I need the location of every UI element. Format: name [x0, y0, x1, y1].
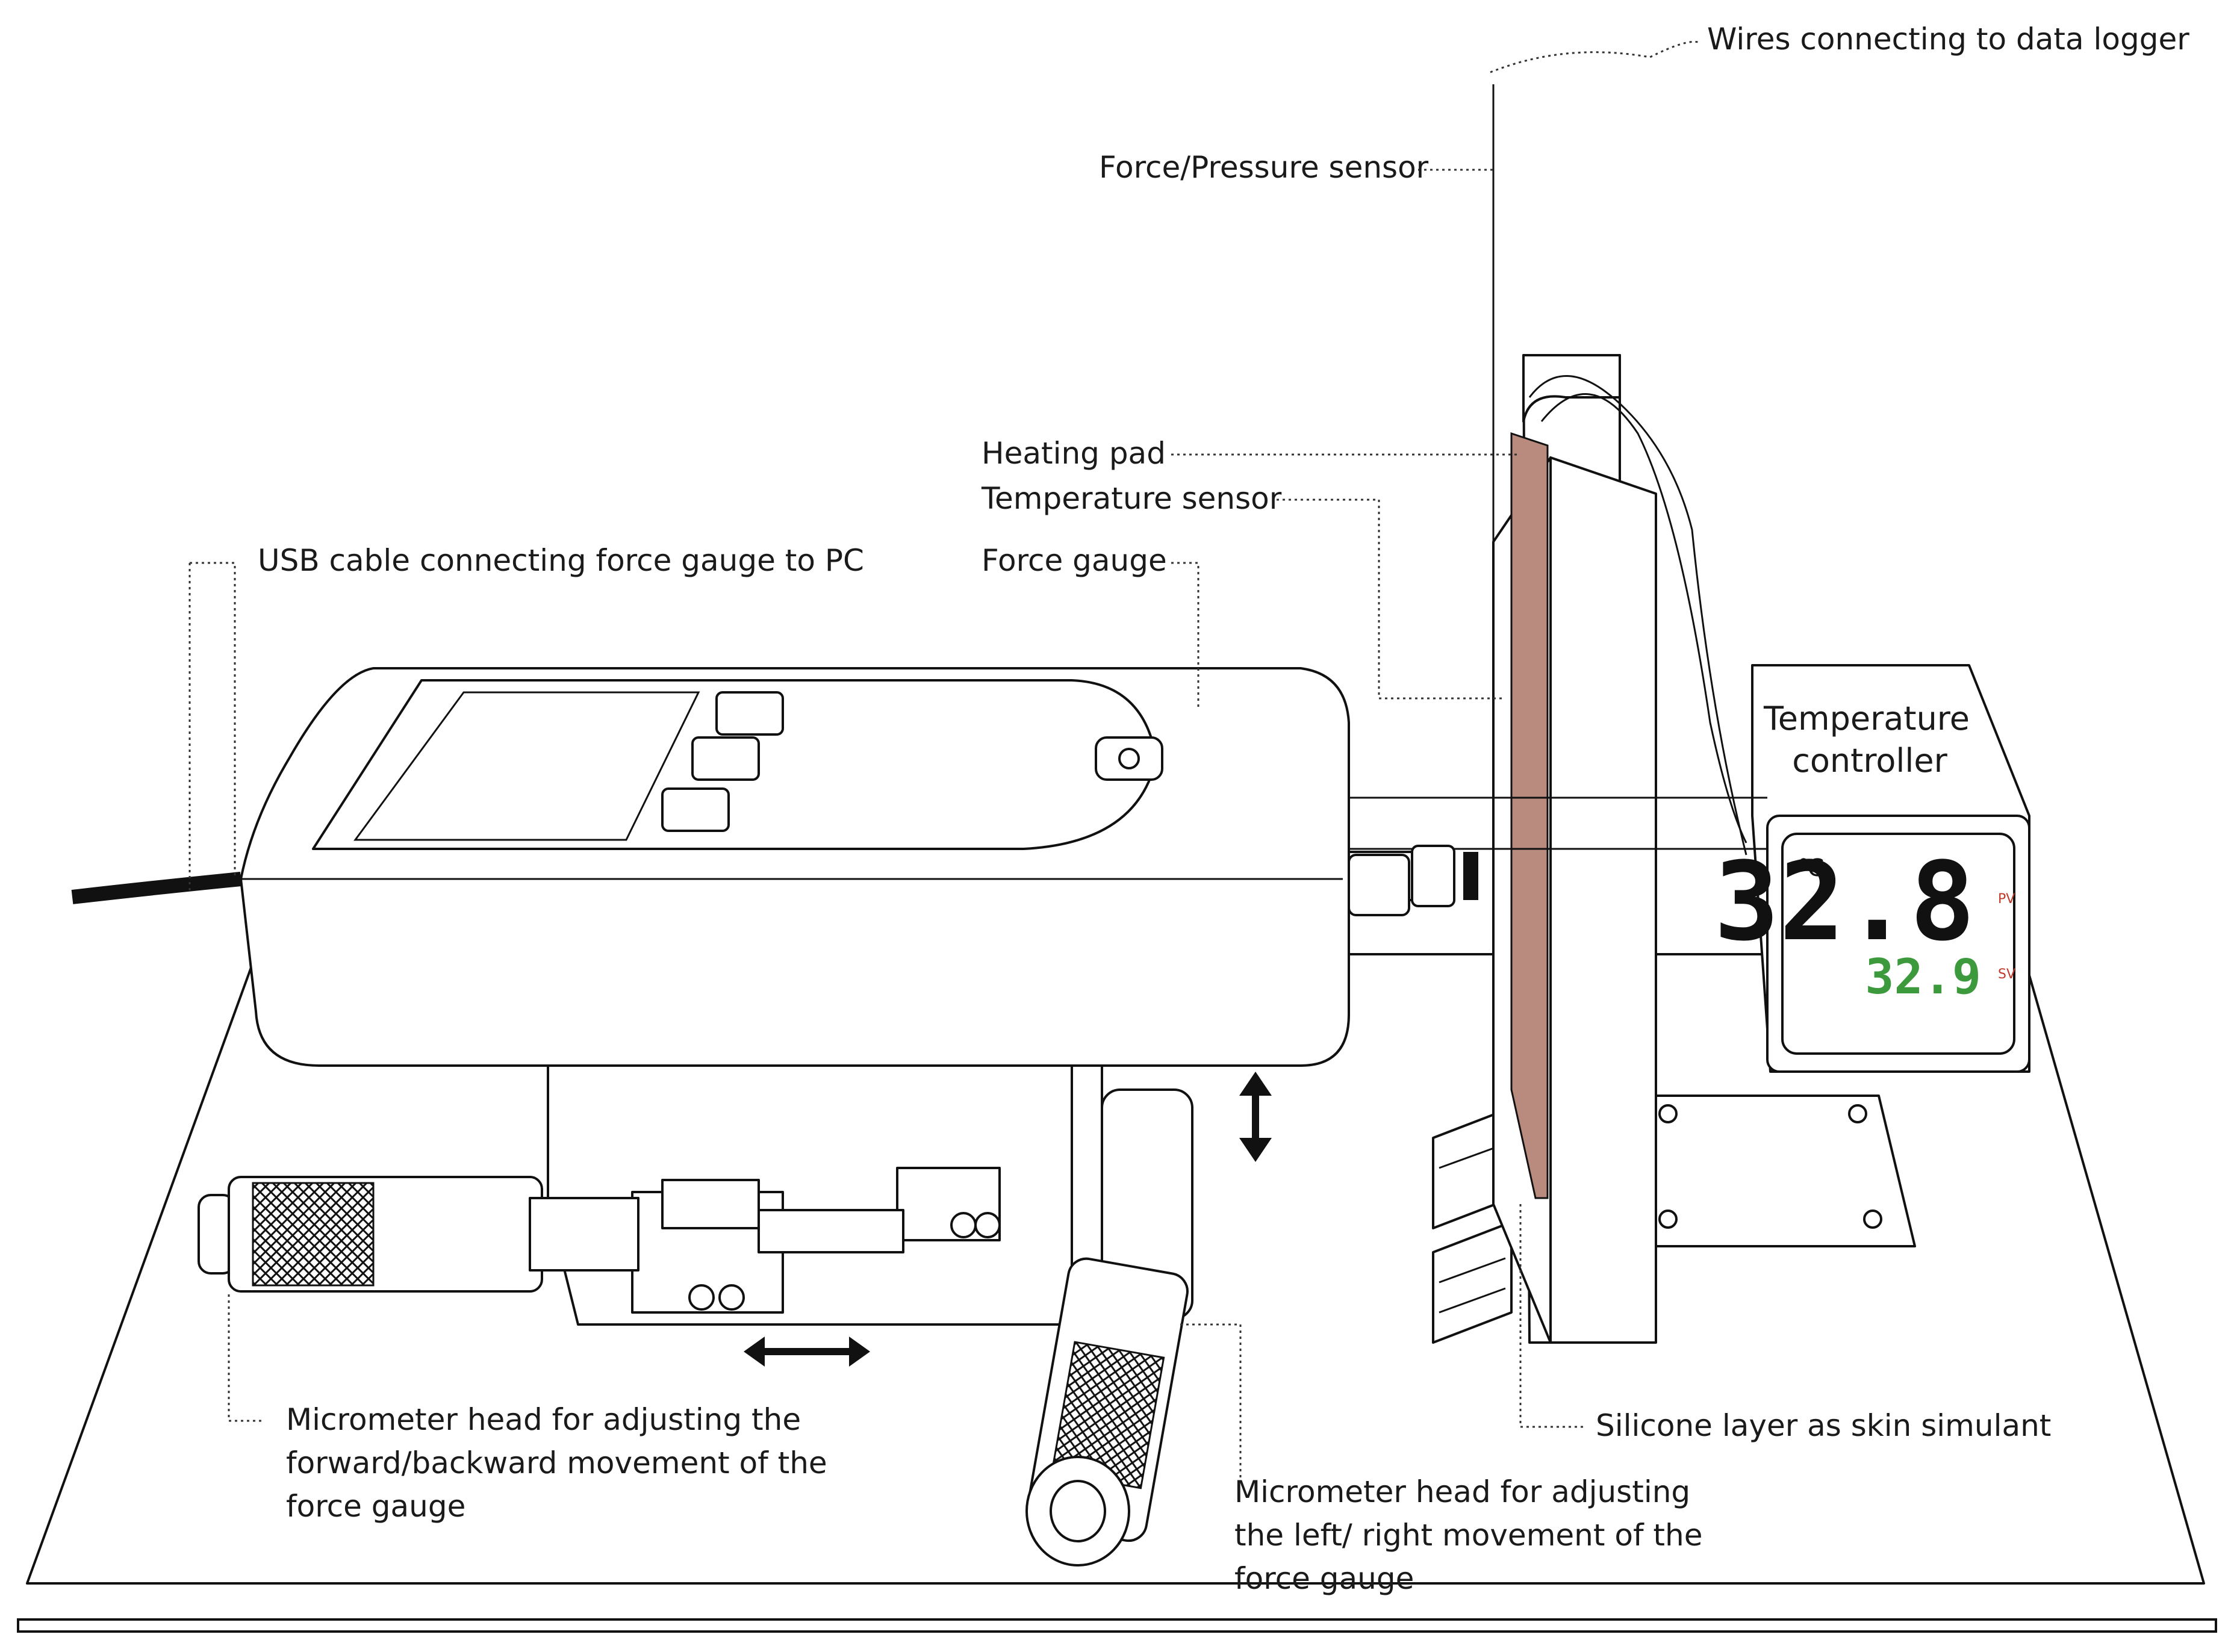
micrometer-left-right — [1025, 1088, 1193, 1567]
double-horizontal-arrow-icon — [744, 1337, 870, 1367]
temperature-controller: Temperature controller ℃ 32.8 PV 32.9 SV — [1714, 664, 2030, 1073]
temperature-sensor-label: Temperature sensor — [981, 481, 1282, 516]
sv-tag: SV — [1998, 967, 2015, 982]
pv-readout: 32.8 — [1714, 839, 1975, 965]
micrometer-fb-label-line3: force gauge — [286, 1489, 465, 1524]
pv-tag: PV — [1998, 892, 2015, 907]
leader-lines — [188, 40, 1699, 1481]
double-vertical-arrow-icon — [1239, 1072, 1272, 1162]
force-pressure-sensor-label: Force/Pressure sensor — [1099, 150, 1429, 185]
celsius-unit: ℃ — [1797, 854, 1825, 882]
micrometer-lr-label-line2: the left/ right movement of the — [1234, 1518, 1703, 1553]
silicone-layer-label: Silicone layer as skin simulant — [1596, 1408, 2051, 1443]
temperature-controller-label-line1: Temperature — [1763, 700, 1970, 738]
sv-readout: 32.9 — [1865, 949, 1981, 1005]
usb-cable — [71, 872, 242, 904]
controller-mount-plate — [1637, 1095, 1916, 1247]
micrometer-fb-label-line1: Micrometer head for adjusting the — [286, 1402, 801, 1437]
usb-cable-label: USB cable connecting force gauge to PC — [258, 543, 864, 578]
force-gauge — [240, 667, 1410, 1067]
micrometer-lr-label-line3: force gauge — [1234, 1561, 1414, 1596]
micrometer-lr-label-line1: Micrometer head for adjusting — [1234, 1474, 1690, 1509]
heating-pad-strip — [1510, 432, 1549, 1199]
xy-stage — [547, 1034, 1103, 1326]
micrometer-forward-backward — [198, 1176, 639, 1293]
wires-label: Wires connecting to data logger — [1707, 22, 2189, 57]
micrometer-fb-label-line2: forward/backward movement of the — [286, 1446, 827, 1480]
force-gauge-label: Force gauge — [982, 543, 1167, 578]
temperature-controller-label-line2: controller — [1792, 742, 1947, 780]
heating-pad-label: Heating pad — [982, 436, 1166, 471]
